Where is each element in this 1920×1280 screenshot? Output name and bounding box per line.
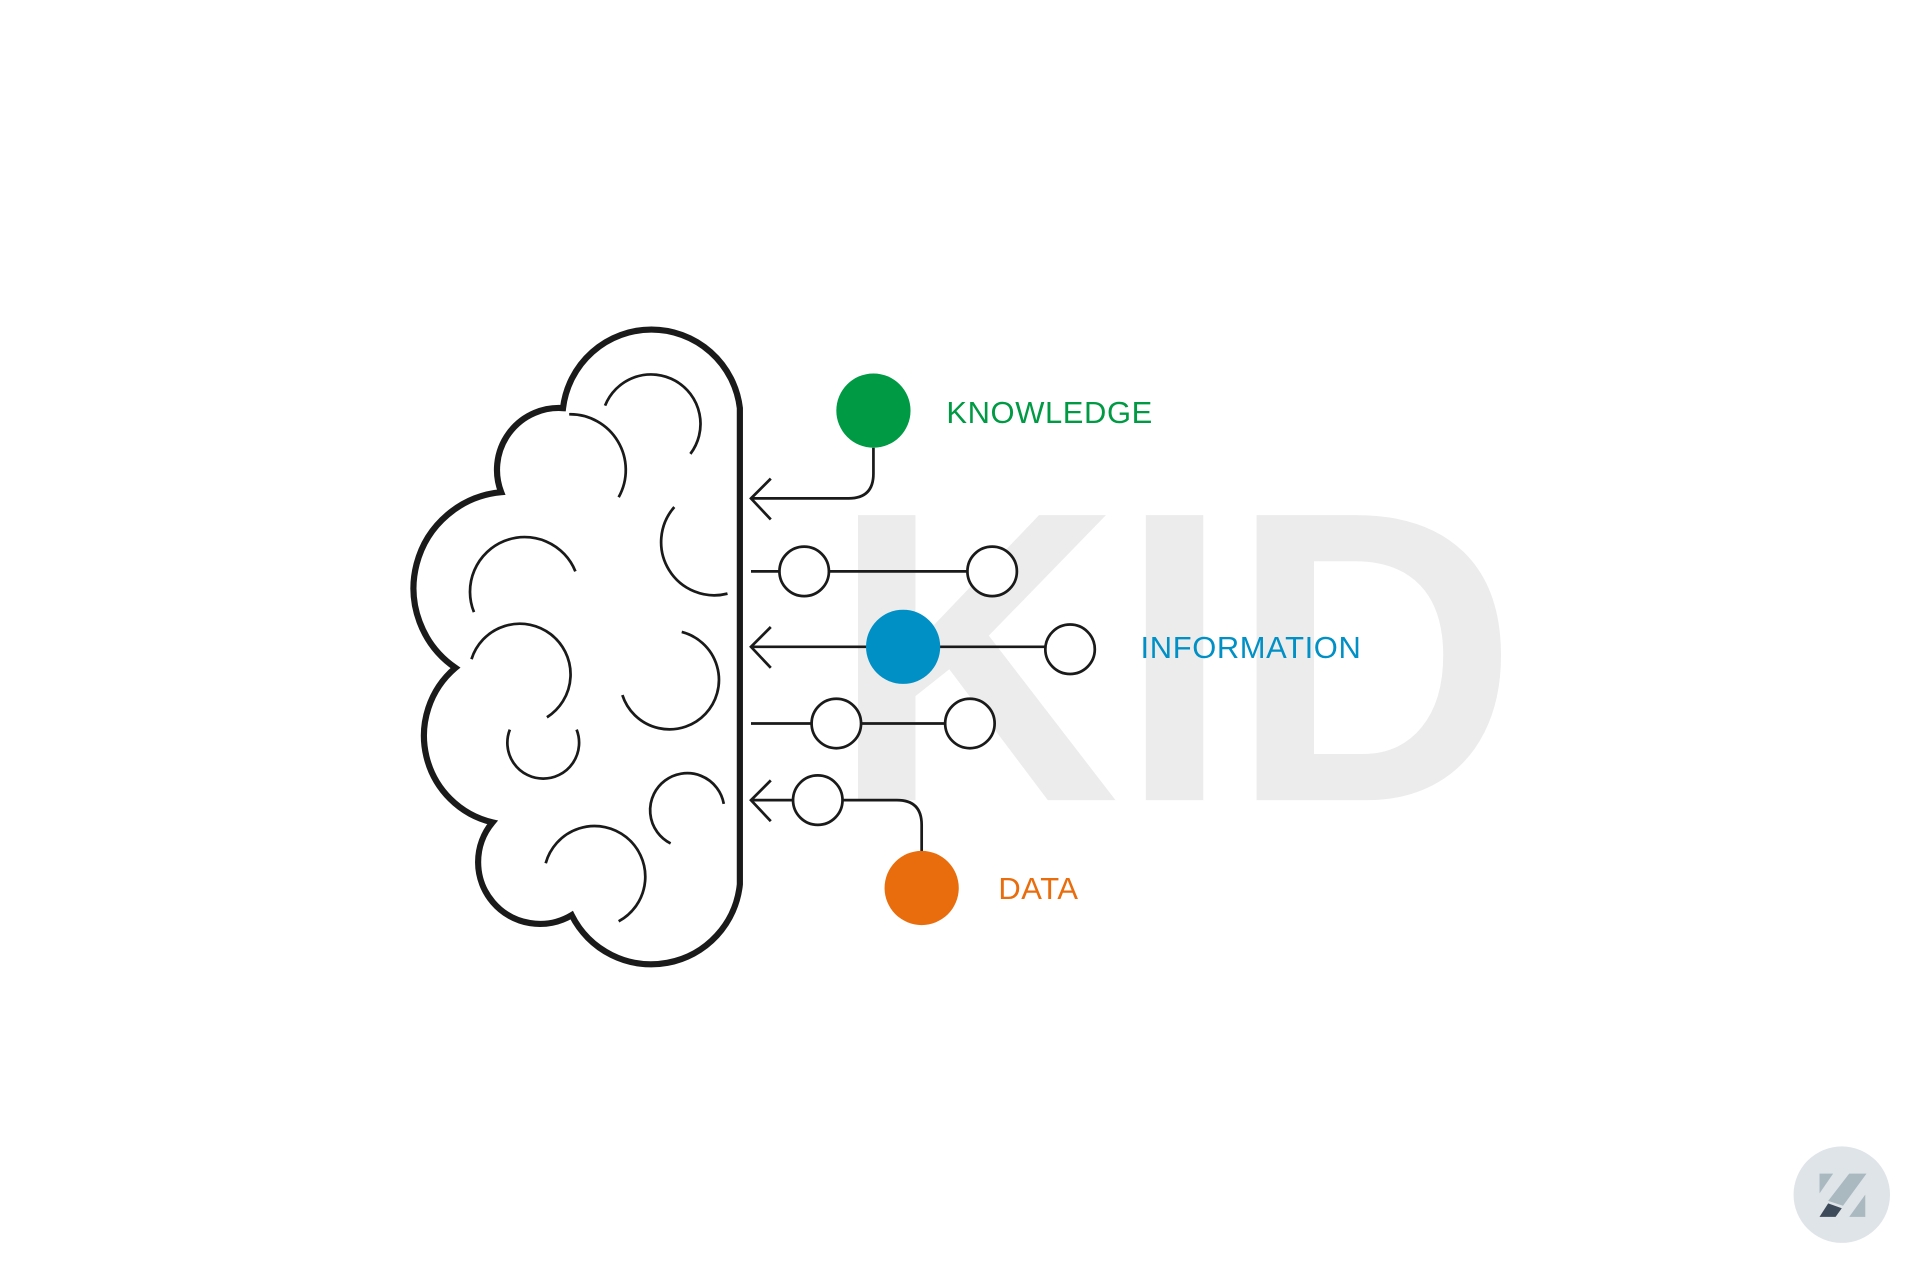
hollow-nodes	[778, 545, 1097, 827]
z-logo-icon[interactable]	[1793, 1146, 1891, 1243]
node-circle	[791, 774, 844, 827]
knowledge-dot	[836, 373, 911, 448]
data-label: DATA	[998, 871, 1078, 906]
information-dot	[866, 609, 941, 684]
node-circle	[966, 545, 1019, 598]
data-dot	[884, 850, 959, 926]
information-label: INFORMATION	[1141, 630, 1362, 665]
node-circle	[1043, 623, 1097, 676]
node-circle	[943, 697, 996, 750]
kid-watermark-text: KID	[831, 425, 1517, 888]
node-circle	[810, 697, 863, 750]
brain-icon	[410, 326, 743, 968]
knowledge-label: KNOWLEDGE	[946, 395, 1153, 430]
node-circle	[778, 545, 831, 598]
